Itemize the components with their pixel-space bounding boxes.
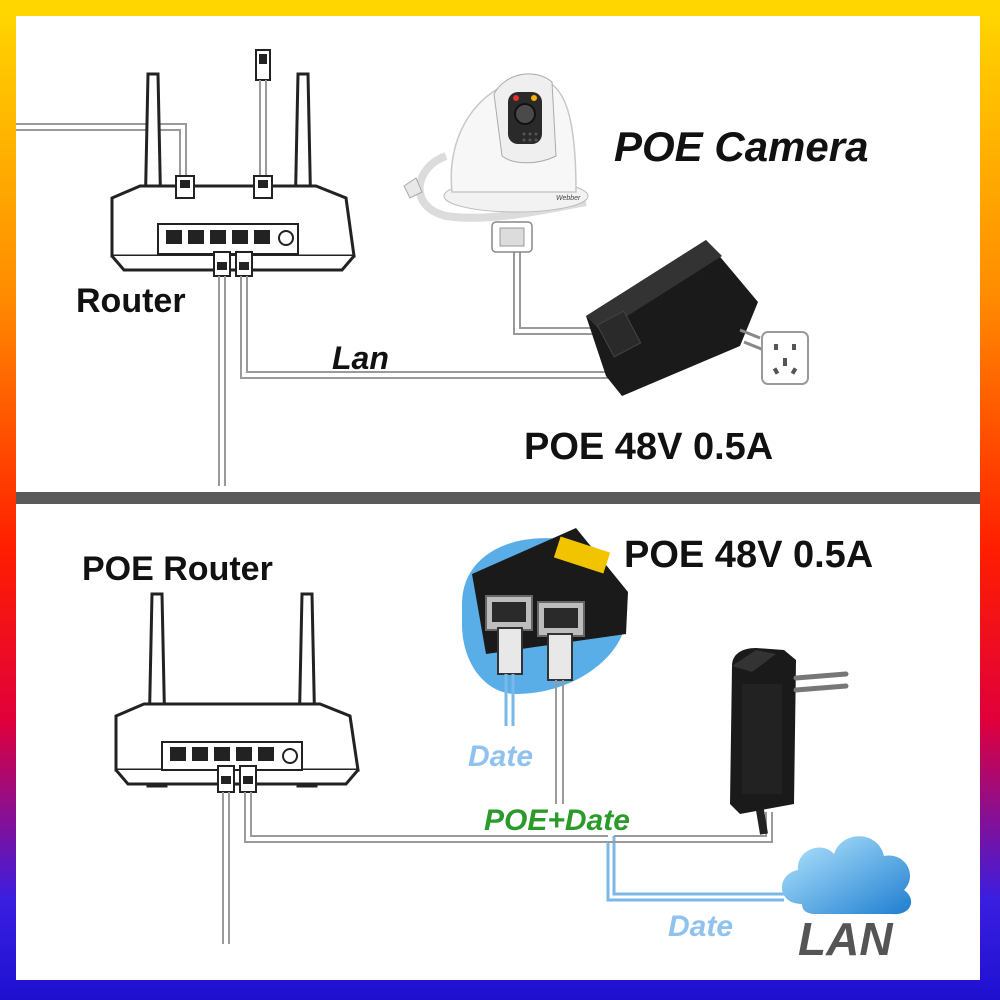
data-label-upper: Date	[468, 740, 534, 773]
top-diagram: Webber	[16, 49, 809, 486]
poe-router-label: POE Router	[82, 550, 273, 588]
lan-data-cable	[606, 836, 784, 902]
bottom-panel: POE Router POE 48V 0.5A Date POE+Date Da…	[16, 504, 980, 980]
lan-label: LAN	[798, 913, 893, 965]
panel-divider	[16, 492, 980, 504]
poe-injector-closeup-icon	[462, 528, 628, 694]
router-cables	[222, 792, 608, 944]
camera-lan-cable	[513, 252, 612, 335]
wan-cable	[16, 123, 187, 178]
router-icon	[114, 592, 360, 793]
poe-adapter-icon	[586, 240, 765, 396]
top-plug-cable	[255, 49, 271, 178]
top-adapter-label: POE 48V 0.5A	[524, 426, 774, 468]
bottom-diagram	[114, 528, 912, 944]
adapter-cable	[608, 812, 773, 843]
eu-power-adapter-icon	[730, 648, 849, 835]
dome-camera-icon: Webber	[403, 73, 589, 253]
top-panel: Webber Router POE Cam	[16, 16, 980, 492]
poe-camera-label: POE Camera	[614, 123, 869, 170]
wall-socket-icon	[761, 331, 809, 385]
poe-data-cable	[555, 680, 564, 804]
camera-brand-text: Webber	[556, 195, 581, 202]
bottom-adapter-label: POE 48V 0.5A	[624, 534, 874, 576]
router-label: Router	[76, 282, 186, 320]
lan-cable-label: Lan	[332, 340, 389, 376]
data-cable	[504, 674, 515, 726]
cloud-icon	[781, 836, 912, 915]
data-label-lower: Date	[668, 910, 734, 943]
poe-data-label: POE+Date	[484, 804, 630, 837]
router-icon	[110, 72, 356, 277]
router-cables	[218, 276, 618, 486]
